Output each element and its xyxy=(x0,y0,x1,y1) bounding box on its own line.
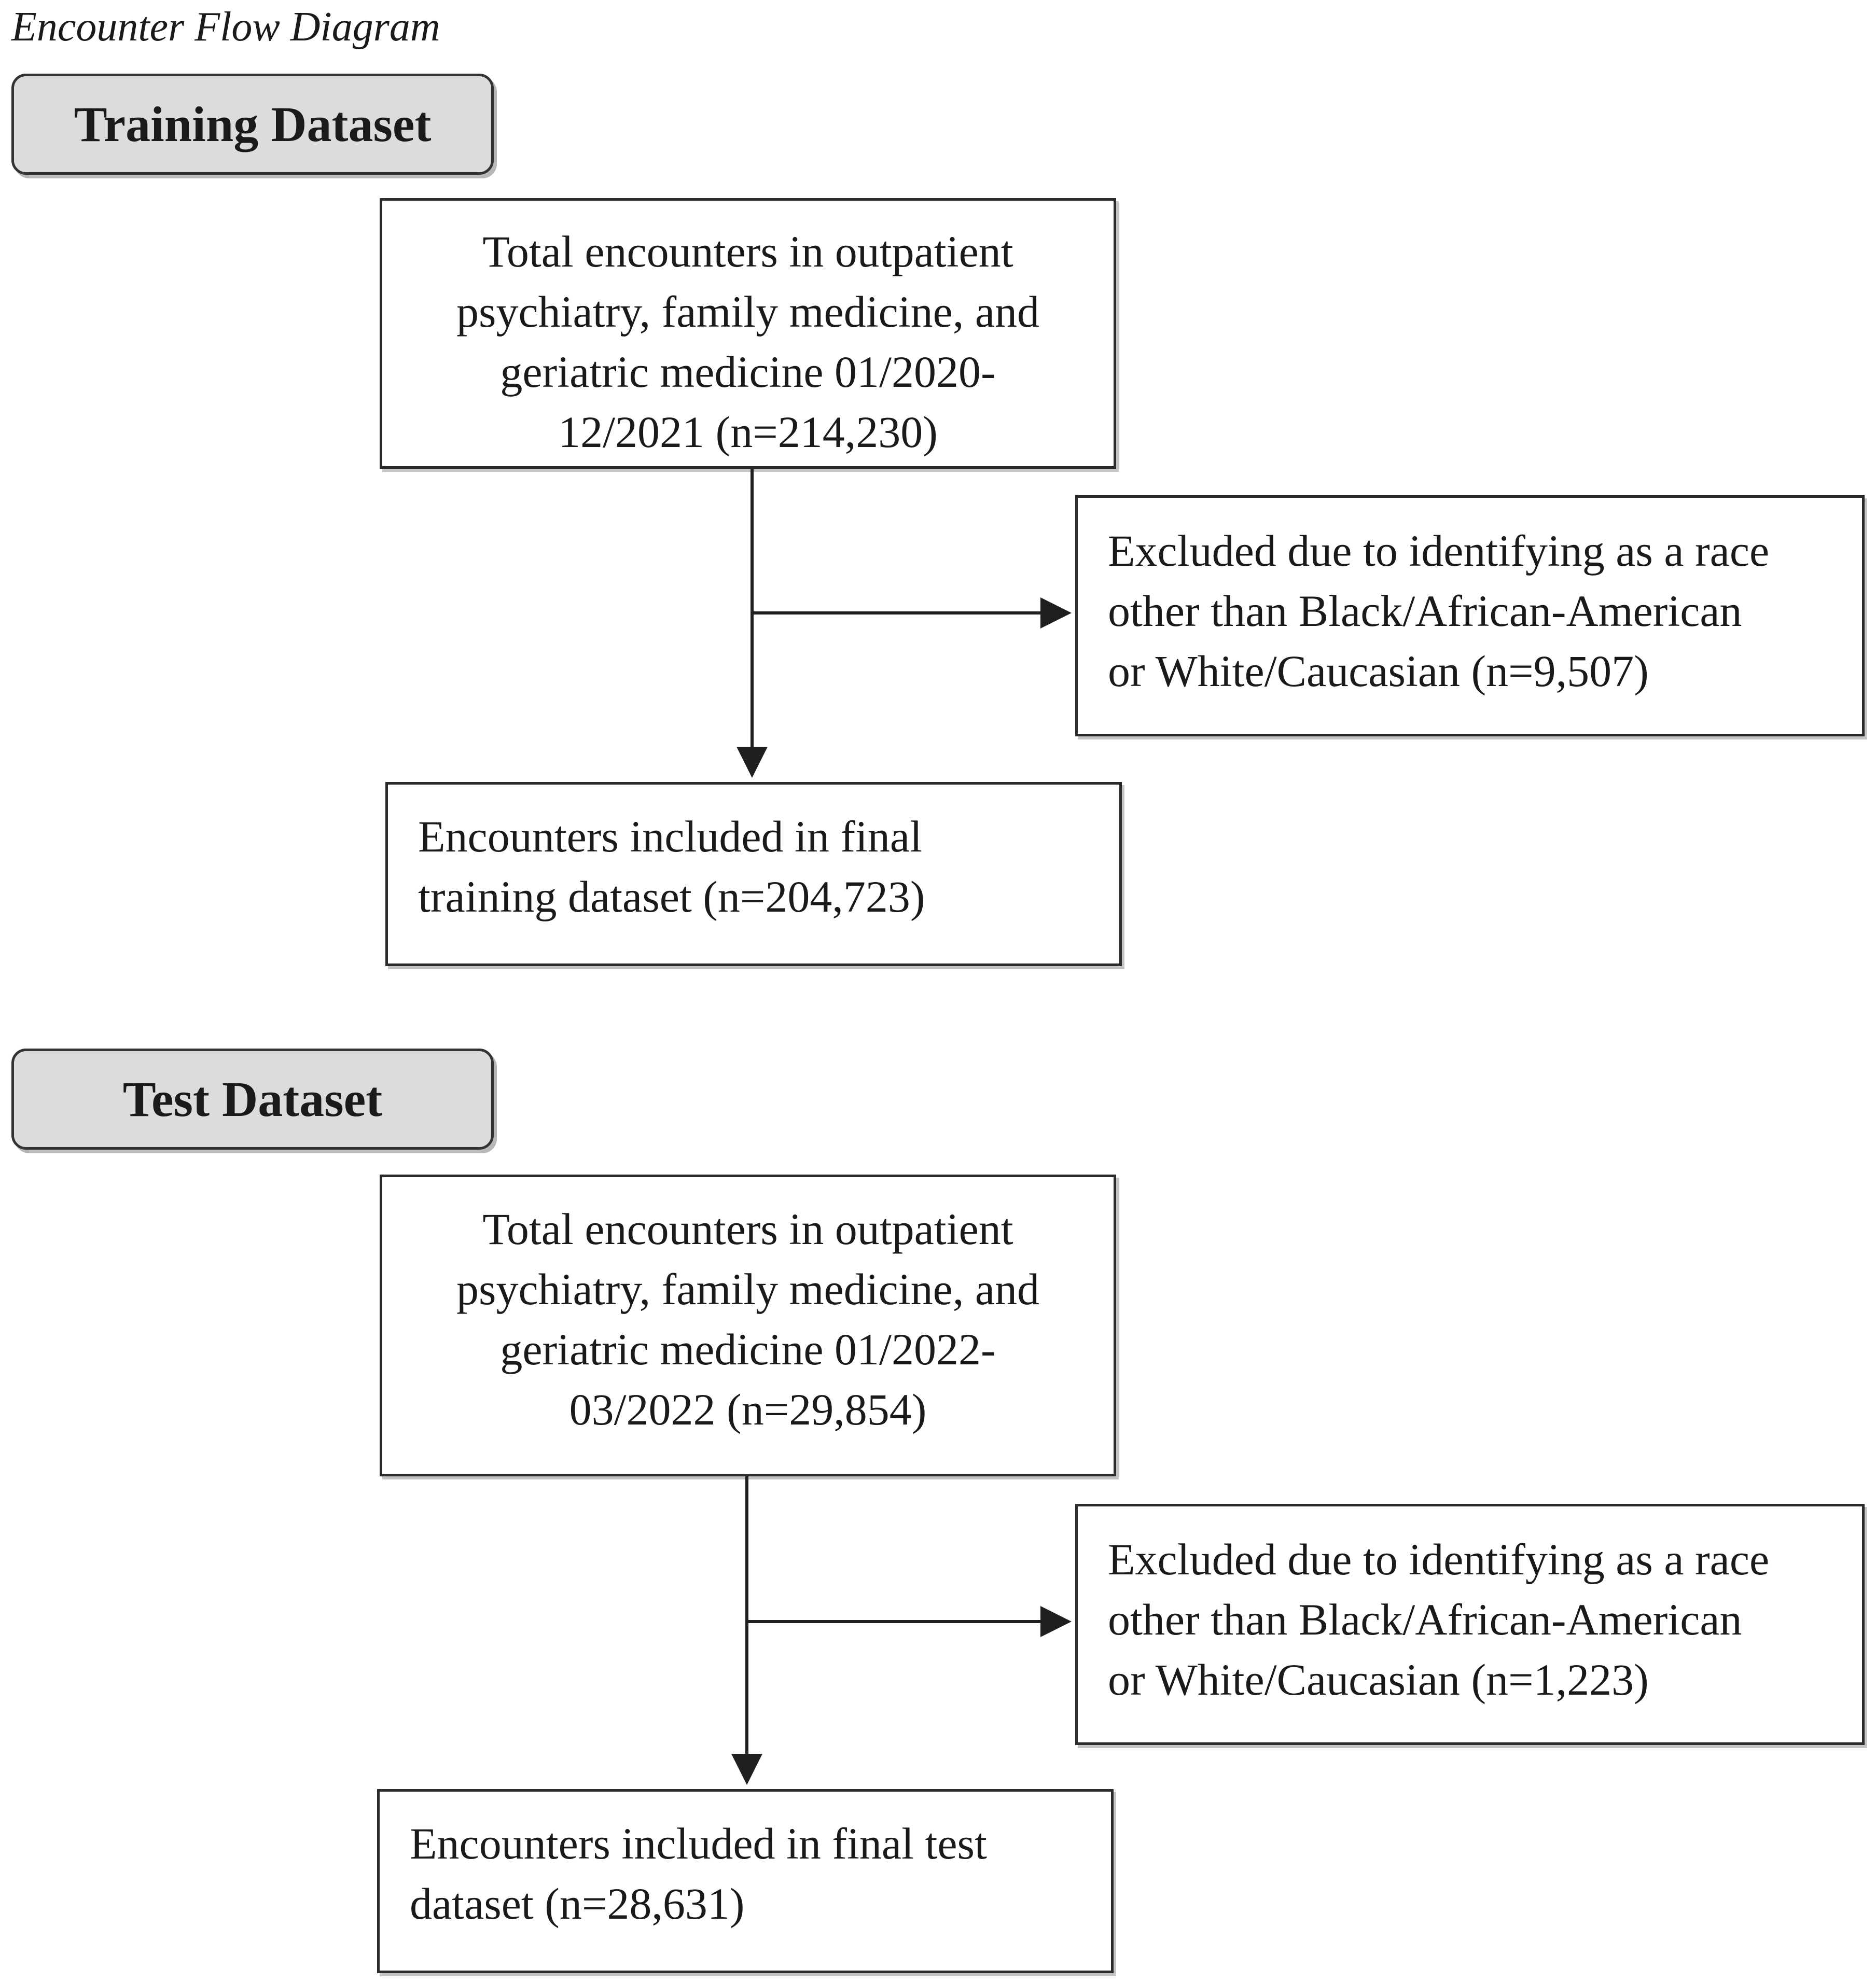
test-total-line-1: Total encounters in outpatient xyxy=(482,1204,1013,1254)
training-total-encounters-box: Total encounters in outpatient psychiatr… xyxy=(380,198,1116,469)
training-excluded-line-1: Excluded due to identifying as a race xyxy=(1108,526,1770,576)
training-total-line-1: Total encounters in outpatient xyxy=(482,227,1013,276)
training-total-line-4: 12/2021 (n=214,230) xyxy=(558,407,938,457)
test-dataset-label: Test Dataset xyxy=(11,1049,494,1150)
test-included-line-2: dataset (n=28,631) xyxy=(410,1879,745,1929)
test-excluded-line-1: Excluded due to identifying as a race xyxy=(1108,1534,1770,1584)
training-dataset-label: Training Dataset xyxy=(11,74,494,175)
test-total-line-3: geriatric medicine 01/2022- xyxy=(500,1324,996,1374)
figure-caption: Encounter Flow Diagram xyxy=(11,4,440,50)
training-included-box: Encounters included in final training da… xyxy=(385,782,1122,966)
training-included-line-1: Encounters included in final xyxy=(418,812,922,861)
test-total-encounters-box: Total encounters in outpatient psychiatr… xyxy=(380,1175,1116,1476)
training-total-line-3: geriatric medicine 01/2020- xyxy=(500,347,996,397)
test-excluded-line-2: other than Black/African-American xyxy=(1108,1595,1742,1644)
training-included-line-2: training dataset (n=204,723) xyxy=(418,872,925,921)
test-total-line-2: psychiatry, family medicine, and xyxy=(456,1264,1039,1314)
test-dataset-label-text: Test Dataset xyxy=(122,1071,383,1127)
training-excluded-line-2: other than Black/African-American xyxy=(1108,586,1742,636)
test-included-line-1: Encounters included in final test xyxy=(410,1819,987,1868)
training-excluded-line-3: or White/Caucasian (n=9,507) xyxy=(1108,646,1649,696)
training-dataset-label-text: Training Dataset xyxy=(74,96,432,152)
test-included-box: Encounters included in final test datase… xyxy=(377,1789,1114,1973)
test-excluded-box: Excluded due to identifying as a race ot… xyxy=(1075,1504,1865,1745)
training-total-line-2: psychiatry, family medicine, and xyxy=(456,287,1039,337)
test-total-line-4: 03/2022 (n=29,854) xyxy=(569,1385,927,1434)
training-excluded-box: Excluded due to identifying as a race ot… xyxy=(1075,495,1865,736)
test-excluded-line-3: or White/Caucasian (n=1,223) xyxy=(1108,1655,1649,1705)
